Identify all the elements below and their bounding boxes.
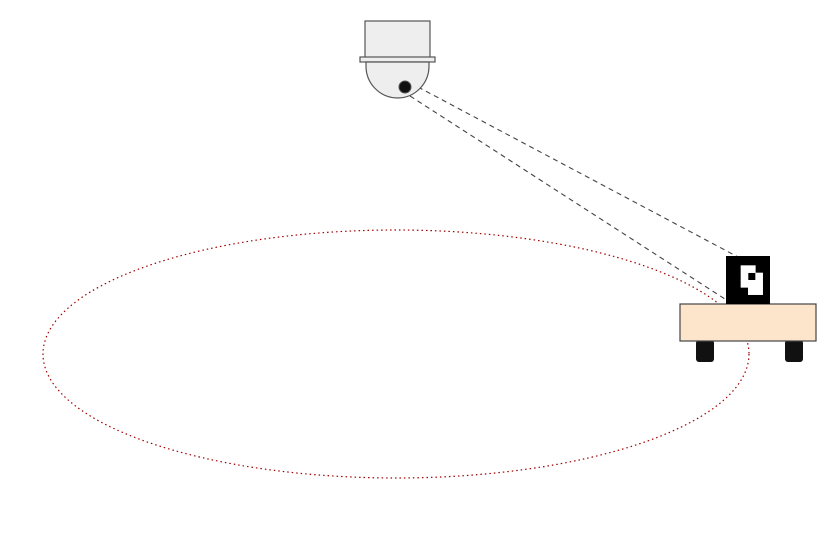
marker-cell [755,287,763,295]
robot-trajectory-path [42,229,750,479]
mobile-robot-icon [679,256,817,362]
robot-body [679,303,817,342]
marker-cell [755,280,763,288]
camera-flange [359,56,436,63]
sight-line-lower [409,95,729,302]
robot-wheel-right [785,340,803,362]
camera-lens-icon [398,80,412,94]
robot-wheel-left [696,340,714,362]
marker-cell [740,265,749,273]
marker-cell [748,265,756,273]
fiducial-marker-icon [726,256,770,304]
camera-sight-lines [409,86,739,302]
camera-mount [364,20,431,59]
dome-camera-icon [359,20,436,99]
marker-cell [755,272,763,281]
camera-dome [365,61,430,99]
sight-line-upper [417,86,739,258]
marker-cell [748,287,756,295]
marker-cell [740,280,749,288]
marker-cell [740,272,749,281]
marker-cell [748,280,756,288]
